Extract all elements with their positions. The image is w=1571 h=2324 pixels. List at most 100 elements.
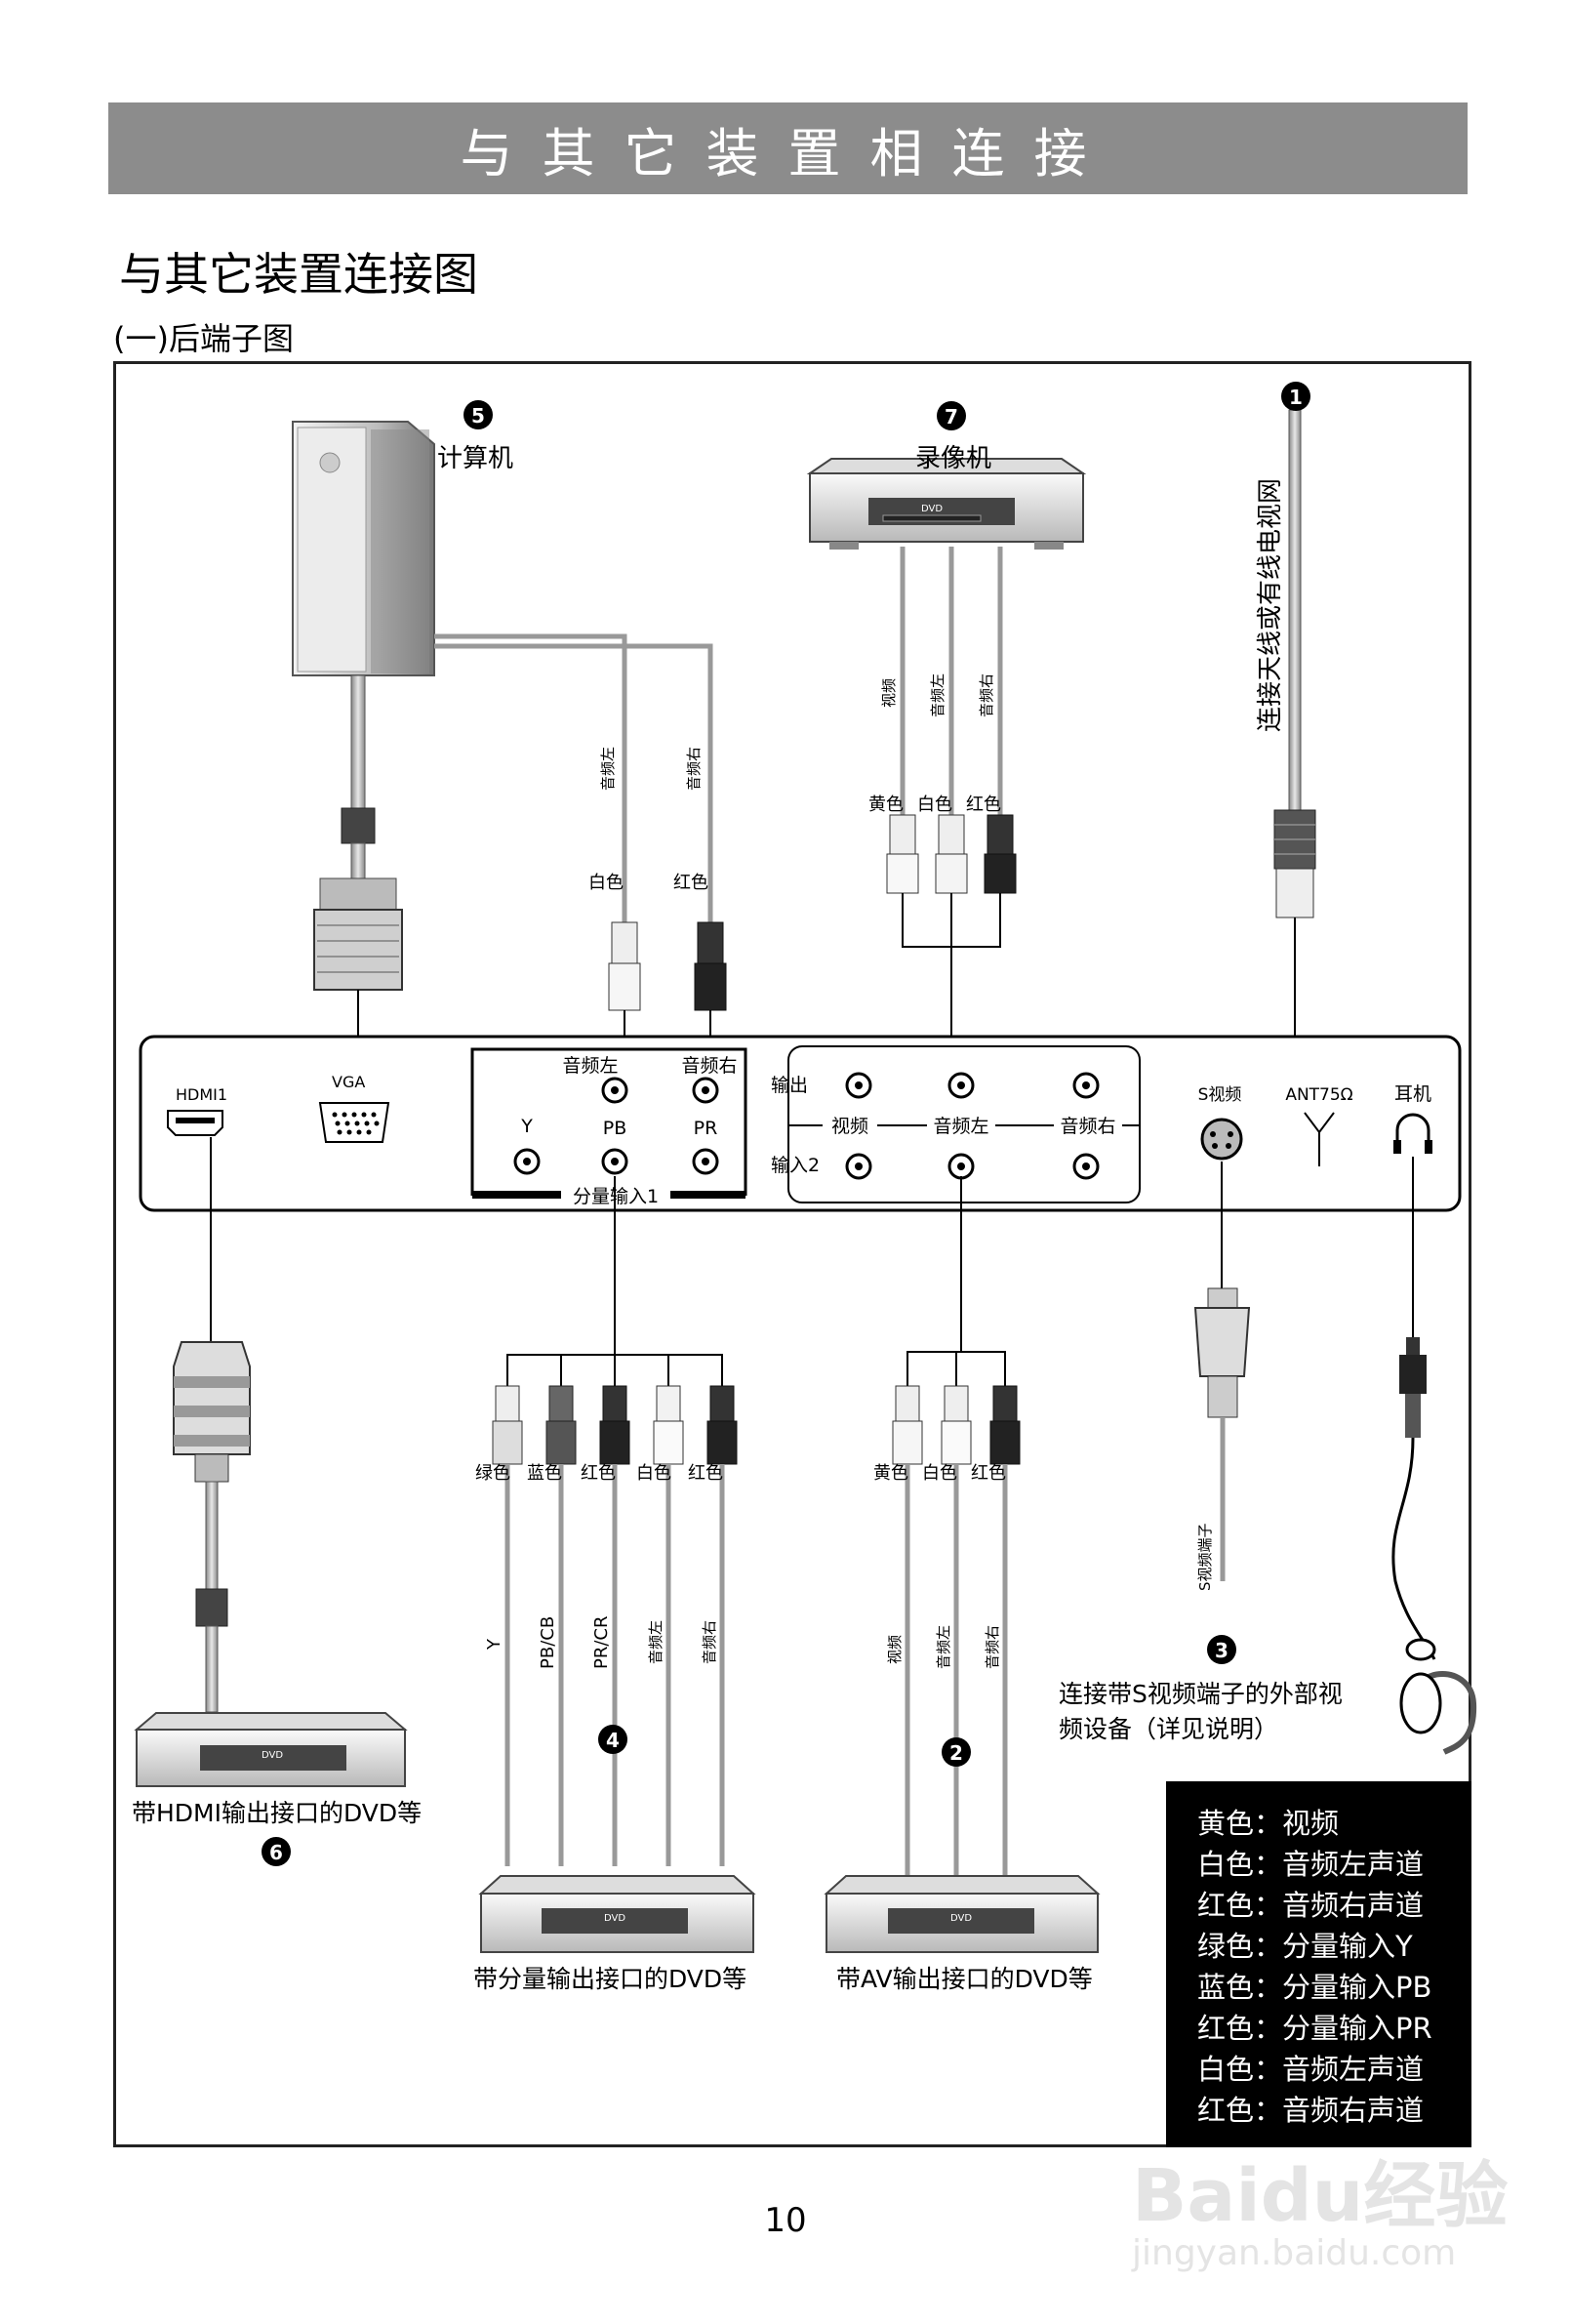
av-audio-l-label: 音频左	[935, 1625, 952, 1669]
svg-text:7: 7	[945, 405, 958, 428]
svg-text:5: 5	[471, 404, 485, 428]
vcr-dvd-logo: DVD	[921, 504, 943, 514]
svideo-cable: S视频端子	[1193, 1162, 1251, 1591]
panel-video: 视频	[831, 1116, 868, 1137]
component-dvd-device: DVD	[478, 1875, 756, 1953]
vcr-audio-l-label: 音频左	[929, 673, 947, 717]
av-cables: 黄色 白色 红色 视频 音频左 音频右	[873, 1176, 1021, 1886]
diagram-frame	[113, 361, 1471, 2147]
comp-red-label: 红色	[581, 1463, 616, 1484]
vcr-cables: 视频 音频左 音频右 黄色 白色 红色	[868, 547, 1017, 1040]
watermark-brand: Baidu经验	[1132, 2154, 1509, 2238]
legend-item: 蓝色：分量输入PB	[1197, 1971, 1432, 2004]
rca-jack-component-y[interactable]	[513, 1148, 541, 1175]
vcr-audio-r-label: 音频右	[978, 673, 995, 717]
panel-svideo: S视频	[1198, 1085, 1242, 1105]
legend-item: 白色：音频左声道	[1197, 1848, 1425, 1881]
comp-audio-r-label: 音频右	[701, 1620, 718, 1664]
tv-back-panel	[139, 1035, 1462, 1212]
page-number: 10	[764, 2201, 807, 2240]
vcr-yellow-label: 黄色	[868, 795, 904, 815]
rca-jack-out-audio-l[interactable]	[947, 1072, 975, 1099]
svideo-desc-line2: 频设备（详见说明）	[1059, 1715, 1278, 1743]
marker-6: 6	[262, 1837, 291, 1866]
legend-item: 黄色：视频	[1197, 1807, 1340, 1840]
color-legend: 黄色：视频 白色：音频左声道 红色：音频右声道 绿色：分量输入Y 蓝色：分量输入…	[1166, 1781, 1471, 2147]
rca-jack-in2-audio-r[interactable]	[1072, 1153, 1100, 1180]
vcr-red-label: 红色	[966, 795, 1001, 815]
hdmi-dvd-device: DVD	[134, 1712, 408, 1787]
panel-y: Y	[520, 1116, 533, 1137]
av-yellow-label: 黄色	[873, 1463, 908, 1484]
panel-pb: PB	[603, 1118, 627, 1139]
comp-red2-label: 红色	[688, 1463, 723, 1484]
comp-green-label: 绿色	[475, 1463, 510, 1484]
legend-item: 红色：音频右声道	[1197, 2094, 1425, 2127]
hdmi-port[interactable]: HDMI1	[167, 1085, 227, 1136]
panel-av-audio-r: 音频右	[1060, 1116, 1115, 1137]
vcr-device: DVD	[806, 458, 1087, 550]
antenna-port-icon[interactable]	[1304, 1112, 1335, 1166]
computer-tower	[292, 421, 435, 676]
hdmi-label: HDMI1	[176, 1085, 227, 1104]
marker-3: 3	[1207, 1635, 1236, 1664]
hdmi-dvd-logo: DVD	[262, 1750, 283, 1761]
computer-audio-cables: 音频左 音频右 白色 红色	[434, 633, 727, 1049]
av-io-group: 输出 输入2 视频 音频左 音频右	[771, 1045, 1141, 1203]
page-banner: 与其它装置相连接	[108, 102, 1468, 194]
component-dvd-label: 带分量输出接口的DVD等	[473, 1965, 746, 1993]
av-video-label: 视频	[886, 1635, 904, 1664]
svideo-plug-label: S视频端子	[1196, 1523, 1214, 1591]
antenna-label: 连接天线或有线电视网	[1256, 478, 1285, 732]
legend-item: 红色：分量输入PR	[1197, 2012, 1432, 2045]
marker-5: 5	[463, 400, 493, 429]
av-red-label: 红色	[971, 1463, 1006, 1484]
panel-audio-l: 音频左	[562, 1055, 618, 1077]
comp-y-label: Y	[484, 1638, 504, 1651]
svg-text:4: 4	[606, 1729, 620, 1752]
headphone-port-icon[interactable]	[1393, 1113, 1432, 1154]
av-dvd-device: DVD	[824, 1875, 1101, 1953]
comp-pbcb-label: PB/CB	[538, 1616, 558, 1669]
marker-2: 2	[942, 1737, 971, 1767]
hdmi-dvd-label: 带HDMI输出接口的DVD等	[132, 1799, 422, 1827]
rca-jack-out-audio-r[interactable]	[1072, 1072, 1100, 1099]
svideo-port[interactable]	[1200, 1118, 1243, 1161]
rca-jack-out-video[interactable]	[845, 1072, 872, 1099]
rca-jack-component-audio-l[interactable]	[601, 1077, 628, 1104]
component-dvd-logo: DVD	[604, 1913, 625, 1924]
av-white-label: 白色	[922, 1463, 957, 1484]
svg-text:3: 3	[1215, 1639, 1229, 1662]
svg-text:2: 2	[949, 1741, 963, 1765]
comp-blue-label: 蓝色	[527, 1463, 562, 1484]
comp-prcr-label: PR/CR	[591, 1615, 612, 1669]
panel-audio-r: 音频右	[681, 1055, 737, 1077]
av-dvd-label: 带AV输出接口的DVD等	[836, 1965, 1093, 1993]
rca-jack-in2-audio-l[interactable]	[947, 1153, 975, 1180]
comp-audio-l-label: 音频左	[647, 1620, 665, 1664]
component-cables: 绿色 蓝色 红色 白色 红色 Y PB/CB PR/CR 音频左 音频右	[475, 1176, 738, 1866]
svideo-desc-line1: 连接带S视频端子的外部视	[1059, 1680, 1343, 1708]
av-audio-r-label: 音频右	[984, 1625, 1001, 1669]
panel-ant: ANT75Ω	[1285, 1085, 1352, 1105]
marker-1: 1	[1281, 382, 1310, 411]
vcr-white-label: 白色	[917, 795, 952, 815]
hdmi-cable	[173, 1137, 251, 1713]
vga-cable	[313, 674, 403, 1049]
legend-item: 白色：音频左声道	[1197, 2053, 1425, 2086]
rca-jack-component-audio-r[interactable]	[692, 1077, 719, 1104]
panel-av-audio-l: 音频左	[933, 1116, 988, 1137]
rca-jack-in2-video[interactable]	[845, 1153, 872, 1180]
rca-jack-component-pr[interactable]	[692, 1148, 719, 1175]
legend-item: 绿色：分量输入Y	[1197, 1930, 1413, 1963]
svg-text:6: 6	[269, 1841, 283, 1864]
pc-white-label: 白色	[588, 873, 624, 893]
antenna-cable	[1273, 409, 1316, 1049]
component-input-group: 音频左 音频右 Y PB PR 分量输入1	[470, 1047, 747, 1207]
pc-red-label: 红色	[673, 873, 708, 893]
subsection-title: (一)后端子图	[113, 320, 294, 357]
panel-output: 输出	[771, 1075, 808, 1096]
rca-jack-component-pb[interactable]	[601, 1148, 628, 1175]
vga-port[interactable]: VGA	[318, 1073, 390, 1143]
